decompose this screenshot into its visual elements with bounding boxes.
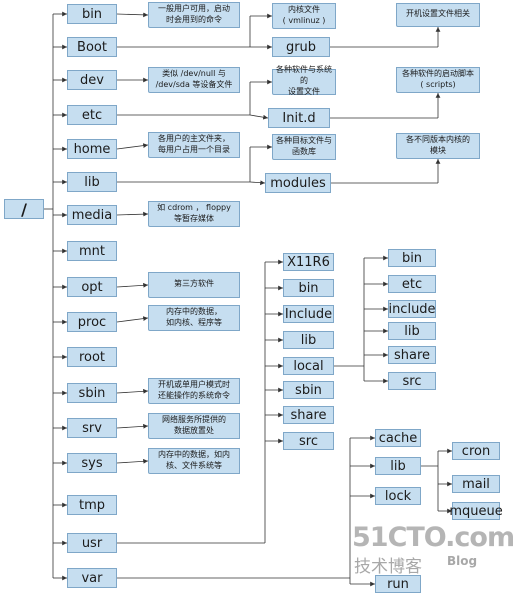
- usr-child-lib[interactable]: lib: [283, 331, 334, 349]
- software-settings-note: 各种软件与系统的 设置文件: [272, 65, 336, 96]
- connector-lines: [44, 11, 452, 587]
- usr-child-x11r6[interactable]: X11R6: [283, 253, 334, 271]
- var-child-run[interactable]: run: [375, 575, 421, 593]
- varlib-child-mqueue[interactable]: mqueue: [449, 502, 503, 520]
- local-child-src[interactable]: src: [388, 372, 436, 390]
- usr-child-include[interactable]: Include: [283, 305, 334, 323]
- dir-proc[interactable]: proc: [67, 312, 117, 332]
- root-directory[interactable]: /: [4, 199, 44, 219]
- dir-home[interactable]: home: [67, 139, 117, 159]
- note-opt: 第三方软件: [148, 272, 240, 298]
- dir-bin[interactable]: bin: [67, 4, 117, 24]
- var-child-cache[interactable]: cache: [375, 429, 421, 447]
- local-child-share[interactable]: share: [388, 346, 436, 364]
- vmlinuz-note: 内核文件 ( vmlinuz ): [272, 3, 336, 29]
- dir-srv[interactable]: srv: [67, 418, 117, 438]
- dir-tmp[interactable]: tmp: [67, 495, 117, 515]
- dir-boot[interactable]: Boot: [67, 37, 117, 57]
- varlib-child-mail[interactable]: mail: [452, 475, 500, 493]
- dir-mnt[interactable]: mnt: [67, 241, 117, 261]
- note-dev: 类似 /dev/null 与 /dev/sda 等设备文件: [148, 67, 240, 93]
- modules-dir[interactable]: modules: [265, 173, 331, 193]
- local-child-include[interactable]: include: [388, 300, 436, 318]
- target-files-note: 各种目标文件与 函数库: [272, 134, 336, 160]
- dir-root[interactable]: root: [67, 347, 117, 367]
- usr-child-bin[interactable]: bin: [283, 279, 334, 297]
- usr-child-local[interactable]: local: [283, 357, 334, 375]
- note-sys: 内存中的数据，如内 核、文件系统等: [148, 448, 240, 474]
- dir-lib[interactable]: lib: [67, 172, 117, 192]
- boot-settings-note: 开机设置文件相关: [396, 3, 480, 27]
- dir-media[interactable]: media: [67, 205, 117, 225]
- dir-sbin[interactable]: sbin: [67, 383, 117, 403]
- kernel-modules-note: 各不同版本内核的 模块: [396, 133, 480, 159]
- var-child-lib[interactable]: lib: [375, 457, 421, 475]
- note-home: 各用户的主文件夹， 每用户占用一个目录: [148, 132, 240, 158]
- dir-usr[interactable]: usr: [67, 533, 117, 553]
- startup-scripts-note: 各种软件的启动脚本 ( scripts): [396, 67, 480, 93]
- local-child-etc[interactable]: etc: [388, 275, 436, 293]
- dir-dev[interactable]: dev: [67, 70, 117, 90]
- grub-dir[interactable]: grub: [272, 37, 330, 57]
- usr-child-share[interactable]: share: [283, 406, 334, 424]
- note-bin: 一般用户可用，启动 时会用到的命令: [148, 2, 240, 28]
- usr-child-sbin[interactable]: sbin: [283, 381, 334, 399]
- note-proc: 内存中的数据， 如内核、程序等: [148, 305, 240, 331]
- varlib-child-cron[interactable]: cron: [452, 442, 500, 460]
- dir-etc[interactable]: etc: [67, 105, 117, 125]
- dir-sys[interactable]: sys: [67, 453, 117, 473]
- usr-child-src[interactable]: src: [283, 432, 334, 450]
- note-sbin: 开机或单用户模式时 还能操作的系统命令: [148, 378, 240, 404]
- initd-dir[interactable]: Init.d: [268, 108, 330, 128]
- note-media: 如 cdrom ， floppy 等暂存媒体: [148, 201, 240, 227]
- var-child-lock[interactable]: lock: [375, 487, 421, 505]
- dir-opt[interactable]: opt: [67, 277, 117, 297]
- local-child-bin[interactable]: bin: [388, 249, 436, 267]
- note-srv: 网络服务所提供的 数据放置处: [148, 413, 240, 439]
- dir-var[interactable]: var: [67, 568, 117, 588]
- local-child-lib[interactable]: lib: [388, 322, 436, 340]
